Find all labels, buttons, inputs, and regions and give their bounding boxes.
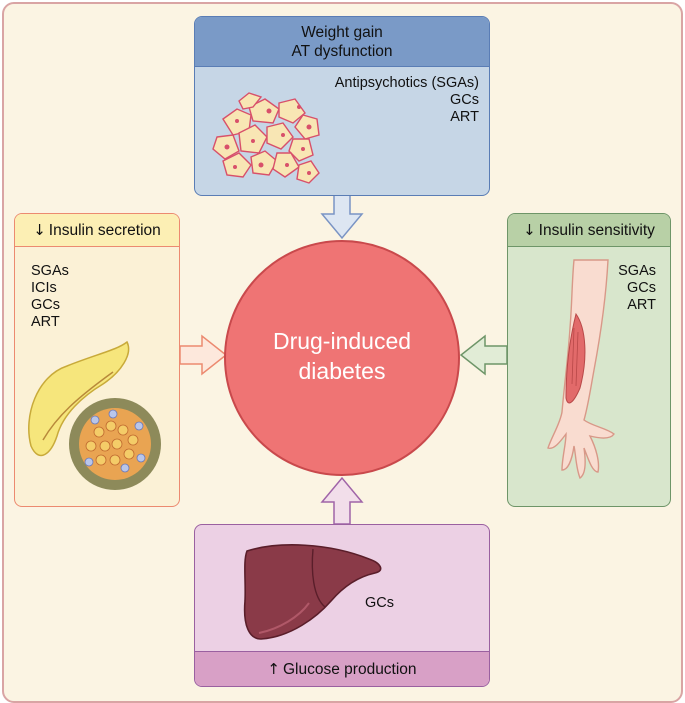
arrow-right <box>459 334 508 376</box>
arrow-top <box>320 194 364 240</box>
adipose-tissue-icon <box>212 92 320 184</box>
left-drug-item: ICIs <box>31 280 57 296</box>
bottom-drug-item: GCs <box>365 595 394 611</box>
right-drug-list: SGAs GCs ART <box>618 263 656 314</box>
down-arrow-icon: ↓ <box>33 220 46 239</box>
center-label: Drug-induced diabetes <box>225 326 459 386</box>
liver-icon <box>243 544 382 640</box>
right-drug-item: SGAs <box>618 263 656 279</box>
header-at-dysfunction: AT dysfunction <box>291 42 393 60</box>
arrow-bottom <box>320 476 364 525</box>
left-drug-list: SGAs ICIs GCs ART <box>31 263 69 331</box>
header-insulin-secretion: Insulin secretion <box>48 221 161 239</box>
top-drug-item: ART <box>450 109 479 125</box>
header-weight-gain: Weight gain <box>301 23 383 41</box>
panel-weight-gain: Weight gain AT dysfunction Antipsychotic… <box>194 16 490 196</box>
header-insulin-sensitivity: Insulin sensitivity <box>538 221 655 239</box>
top-drug-item: Antipsychotics (SGAs) <box>334 75 479 91</box>
arrow-left <box>179 334 228 376</box>
panel-insulin-sensitivity-header: ↓ Insulin sensitivity <box>508 214 670 247</box>
left-drug-item: GCs <box>31 297 60 313</box>
pancreas-islet-icon <box>28 340 161 490</box>
right-drug-item: GCs <box>627 280 656 296</box>
panel-glucose-production: ↑ Glucose production GCs <box>194 524 490 687</box>
center-label-line1: Drug-induced <box>272 328 412 354</box>
left-drug-item: ART <box>31 314 60 330</box>
top-drug-item: GCs <box>450 92 479 108</box>
arm-muscle-icon <box>547 259 615 480</box>
panel-weight-gain-header: Weight gain AT dysfunction <box>195 17 489 67</box>
panel-glucose-production-footer: ↑ Glucose production <box>195 651 489 686</box>
down-arrow-icon: ↓ <box>523 220 536 239</box>
top-drug-list: Antipsychotics (SGAs) GCs ART <box>335 75 479 126</box>
panel-insulin-secretion: ↓ Insulin secretion SGAs ICIs GCs ART <box>14 213 180 507</box>
panel-insulin-secretion-header: ↓ Insulin secretion <box>15 214 179 247</box>
panel-insulin-sensitivity: ↓ Insulin sensitivity SGAs GCs ART <box>507 213 671 507</box>
up-arrow-icon: ↑ <box>267 659 280 678</box>
bottom-drug-list: GCs <box>365 595 394 612</box>
left-drug-item: SGAs <box>31 263 69 279</box>
right-drug-item: ART <box>627 297 656 313</box>
center-label-line2: diabetes <box>298 358 386 384</box>
footer-glucose-production: Glucose production <box>283 660 417 678</box>
center-circle <box>224 240 460 476</box>
